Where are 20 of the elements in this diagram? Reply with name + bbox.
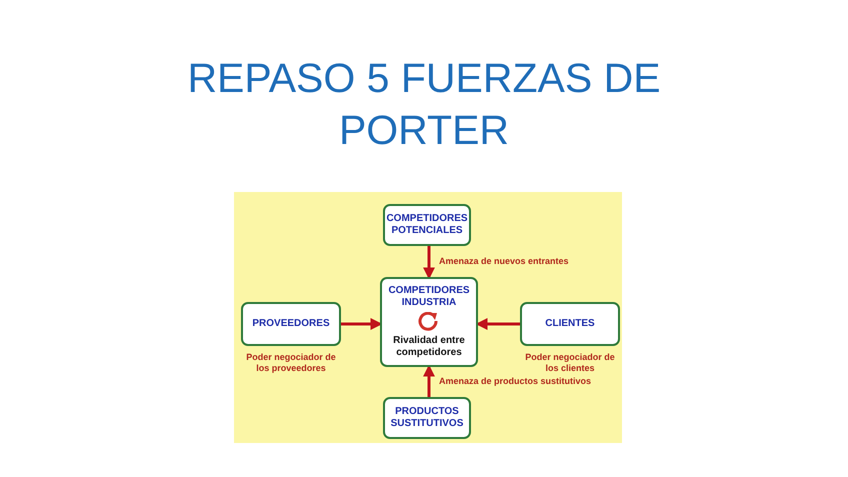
- box-heading: PROVEEDORES: [252, 318, 330, 330]
- box-heading: CLIENTES: [545, 318, 595, 330]
- arrow: [423, 246, 435, 280]
- title: REPASO 5 FUERZAS DE PORTER: [186, 54, 662, 155]
- force-box: [241, 302, 341, 346]
- box-text: Rivalidad entre competidores: [392, 335, 466, 359]
- force-caption: Poder negociador de los clientes: [524, 352, 616, 374]
- force-box: [520, 302, 620, 346]
- force-box: [383, 397, 471, 439]
- box-heading: COMPETIDORES POTENCIALES: [385, 213, 469, 237]
- edge-label: Amenaza de nuevos entrantes: [439, 256, 569, 266]
- force-box: [383, 204, 471, 246]
- arrow: [476, 318, 520, 330]
- arrow: [423, 364, 435, 397]
- force-box: [380, 277, 478, 367]
- arrow: [341, 318, 382, 330]
- box-heading: PRODUCTOS SUSTITUTIVOS: [390, 406, 464, 430]
- box-heading: COMPETIDORES INDUSTRIA: [387, 285, 471, 309]
- force-caption: Poder negociador de los proveedores: [245, 352, 337, 374]
- edge-label: Amenaza de productos sustitutivos: [439, 376, 592, 387]
